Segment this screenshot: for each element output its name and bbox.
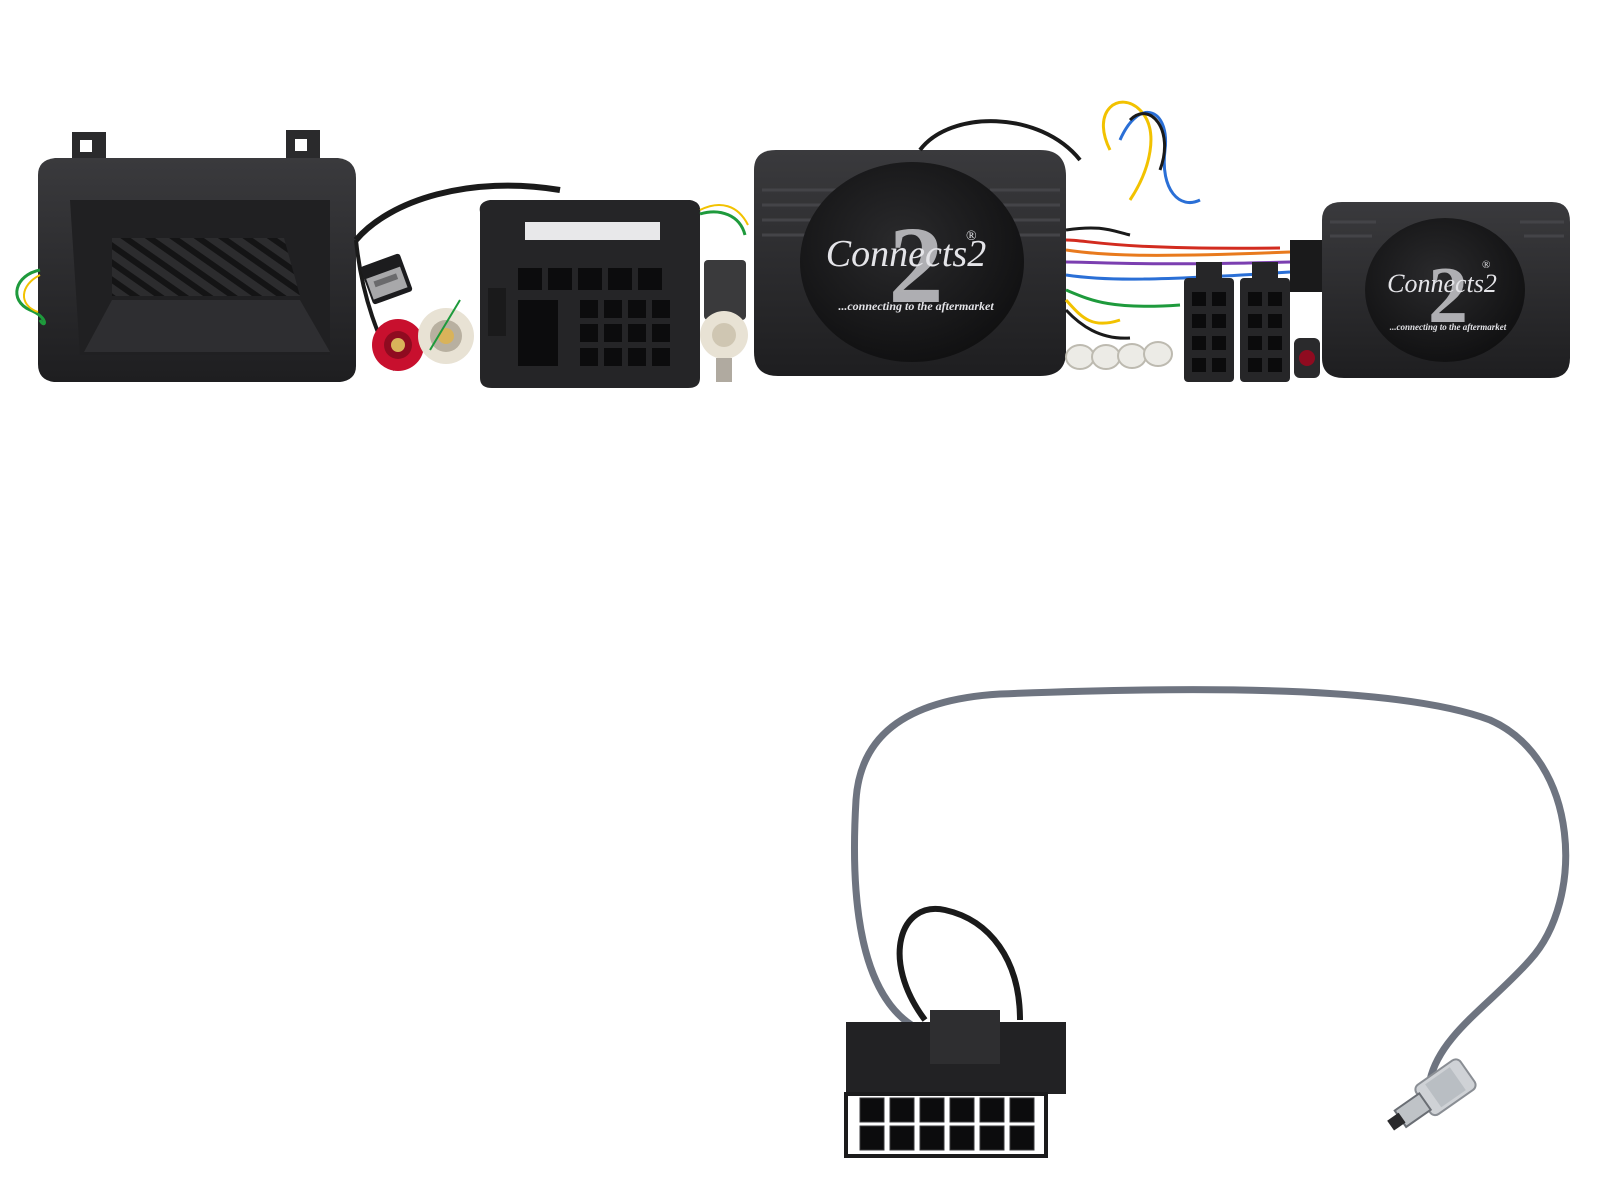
brand-tagline: ...connecting to the aftermarket: [838, 299, 994, 313]
quadlock-connector: [479, 200, 701, 388]
brand-tagline-small: ...connecting to the aftermarket: [1390, 322, 1507, 332]
brand-name: Connects2: [826, 233, 986, 275]
main-module: 2 Connects2 ® ...connecting to the after…: [754, 119, 1082, 376]
antenna-plug-icon: [699, 204, 749, 382]
patch-lead: [844, 686, 1570, 1158]
secondary-module: 2 Connects2 ® ...connecting to the after…: [1290, 202, 1570, 378]
antenna-plug-icon: [1387, 1058, 1477, 1131]
ring-terminals: [1065, 341, 1173, 370]
interface-box: [15, 130, 356, 382]
brand-name-small: Connects2: [1387, 269, 1497, 298]
brand-digit: 2: [889, 204, 944, 326]
brand-registered-small: ®: [1482, 259, 1490, 271]
brand-registered: ®: [966, 229, 977, 244]
iso-connector-icon: [1184, 262, 1320, 382]
rca-plug-icon: [372, 299, 474, 371]
brand-digit-small: 2: [1428, 252, 1468, 340]
usb-plug-icon: [353, 182, 561, 371]
wire-bundle: [1064, 100, 1291, 340]
